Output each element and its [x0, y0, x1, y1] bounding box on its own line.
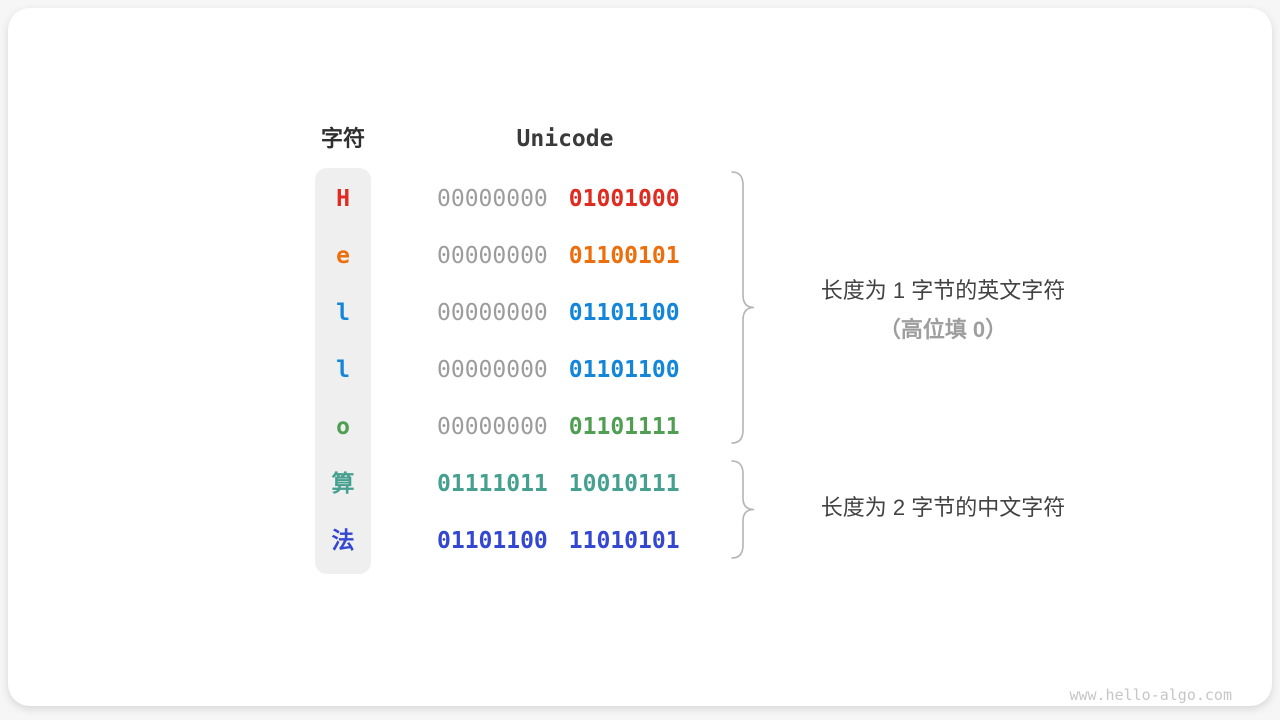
- byte-low: 10010111: [568, 471, 680, 497]
- column-header-character: 字符: [320, 126, 365, 151]
- byte-high: 00000000: [437, 300, 548, 326]
- unicode-bytes: 00000000 01101100: [437, 297, 680, 329]
- diagram-card: 字符 Unicode H 00000000 01001000 e 00000000 011…: [8, 8, 1272, 706]
- character-cell: l: [336, 300, 350, 326]
- byte-high: 01111011: [437, 471, 548, 497]
- character-cell: o: [336, 414, 350, 440]
- watermark-url: www.hello-algo.com: [1069, 686, 1232, 704]
- annotation-english-line2: （高位填 0）: [878, 317, 1008, 342]
- unicode-bytes: 00000000 01001000: [437, 183, 680, 215]
- brace-chinese-group-icon: [731, 460, 755, 559]
- unicode-bytes: 00000000 01100101: [437, 240, 680, 272]
- byte-low: 01101100: [568, 300, 680, 326]
- byte-high: 00000000: [437, 186, 548, 212]
- byte-low: 01101111: [568, 414, 680, 440]
- byte-low: 01001000: [568, 186, 680, 212]
- character-cell: H: [336, 186, 350, 212]
- annotation-english-chars: 长度为 1 字节的英文字符 （高位填 0）: [773, 271, 1113, 349]
- byte-low: 01100101: [568, 243, 680, 269]
- byte-low: 01101100: [568, 357, 680, 383]
- character-cell: 法: [331, 528, 355, 554]
- annotation-english-line1: 长度为 1 字节的英文字符: [820, 278, 1066, 303]
- brace-english-group-icon: [731, 171, 755, 444]
- unicode-bytes: 00000000 01101111: [437, 411, 680, 443]
- character-cell: l: [336, 357, 350, 383]
- character-column-background: [315, 168, 371, 574]
- unicode-bytes: 00000000 01101100: [437, 354, 680, 386]
- annotation-chinese-chars: 长度为 2 字节的中文字符: [773, 493, 1113, 523]
- unicode-bytes: 01101100 11010101: [437, 525, 680, 557]
- column-header-unicode: Unicode: [516, 126, 614, 152]
- byte-high: 00000000: [437, 243, 548, 269]
- character-cell: e: [336, 243, 350, 269]
- byte-high: 01101100: [437, 528, 548, 554]
- byte-low: 11010101: [568, 528, 680, 554]
- annotation-chinese-line1: 长度为 2 字节的中文字符: [820, 495, 1066, 520]
- byte-high: 00000000: [437, 357, 548, 383]
- character-cell: 算: [331, 471, 355, 497]
- unicode-bytes: 01111011 10010111: [437, 468, 680, 500]
- byte-high: 00000000: [437, 414, 548, 440]
